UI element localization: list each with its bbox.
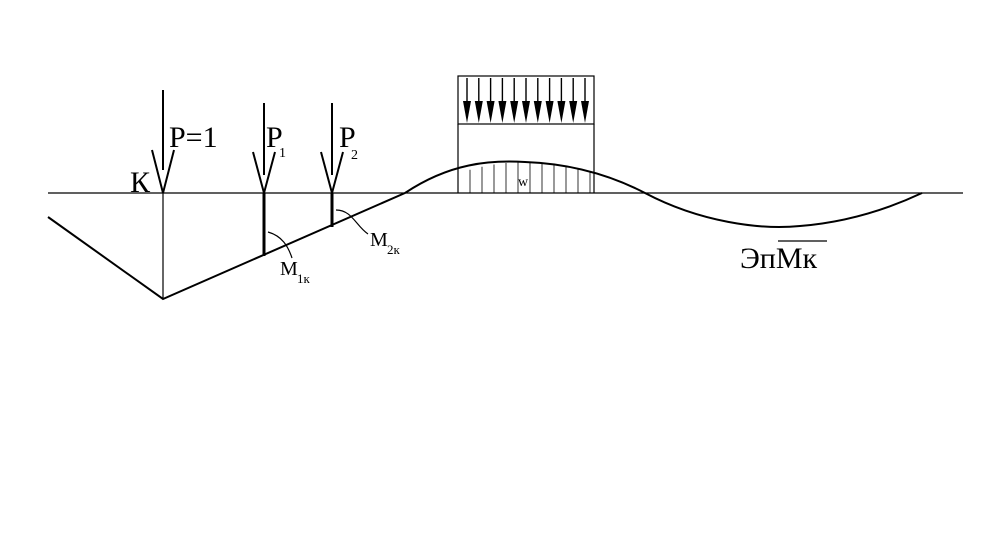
load-arrow	[533, 78, 542, 123]
area-label-w: w	[518, 175, 529, 190]
area-w-hatching	[469, 162, 591, 193]
load-arrow	[486, 78, 495, 123]
load-arrow	[557, 78, 566, 123]
section-label-k: К	[130, 166, 151, 199]
load-arrow	[545, 78, 554, 123]
distributed-load	[457, 75, 595, 193]
leader-m1k	[267, 231, 293, 259]
load-arrow	[474, 78, 483, 123]
force-p1-subscript: 1	[279, 146, 286, 161]
influence-line-left-part	[47, 192, 406, 301]
ordinate-m1k-subscript: 1к	[297, 271, 311, 286]
ordinate-m2k-subscript: 2к	[387, 242, 401, 257]
load-arrow	[522, 78, 530, 123]
unit-force-label: P=1	[169, 121, 218, 154]
force-p2-label: P	[339, 121, 356, 154]
force-p1-label: P	[266, 121, 283, 154]
load-arrow	[510, 78, 519, 123]
influence-line-curve	[404, 160, 923, 228]
force-p2-subscript: 2	[351, 148, 358, 163]
diagram-title-overlined: Мк	[776, 242, 818, 275]
load-arrow	[569, 78, 578, 123]
ordinate-m1k-label: M	[280, 258, 298, 280]
load-arrow	[463, 78, 471, 123]
load-arrow	[498, 78, 507, 123]
diagram-title-prefix: Эп	[740, 242, 776, 275]
ordinate-m2k-label: M	[370, 229, 388, 251]
leader-m2k	[335, 209, 369, 235]
load-arrow	[581, 78, 589, 123]
diagram-title: ЭпМк	[740, 242, 818, 275]
unit-force-arrow	[151, 90, 175, 194]
